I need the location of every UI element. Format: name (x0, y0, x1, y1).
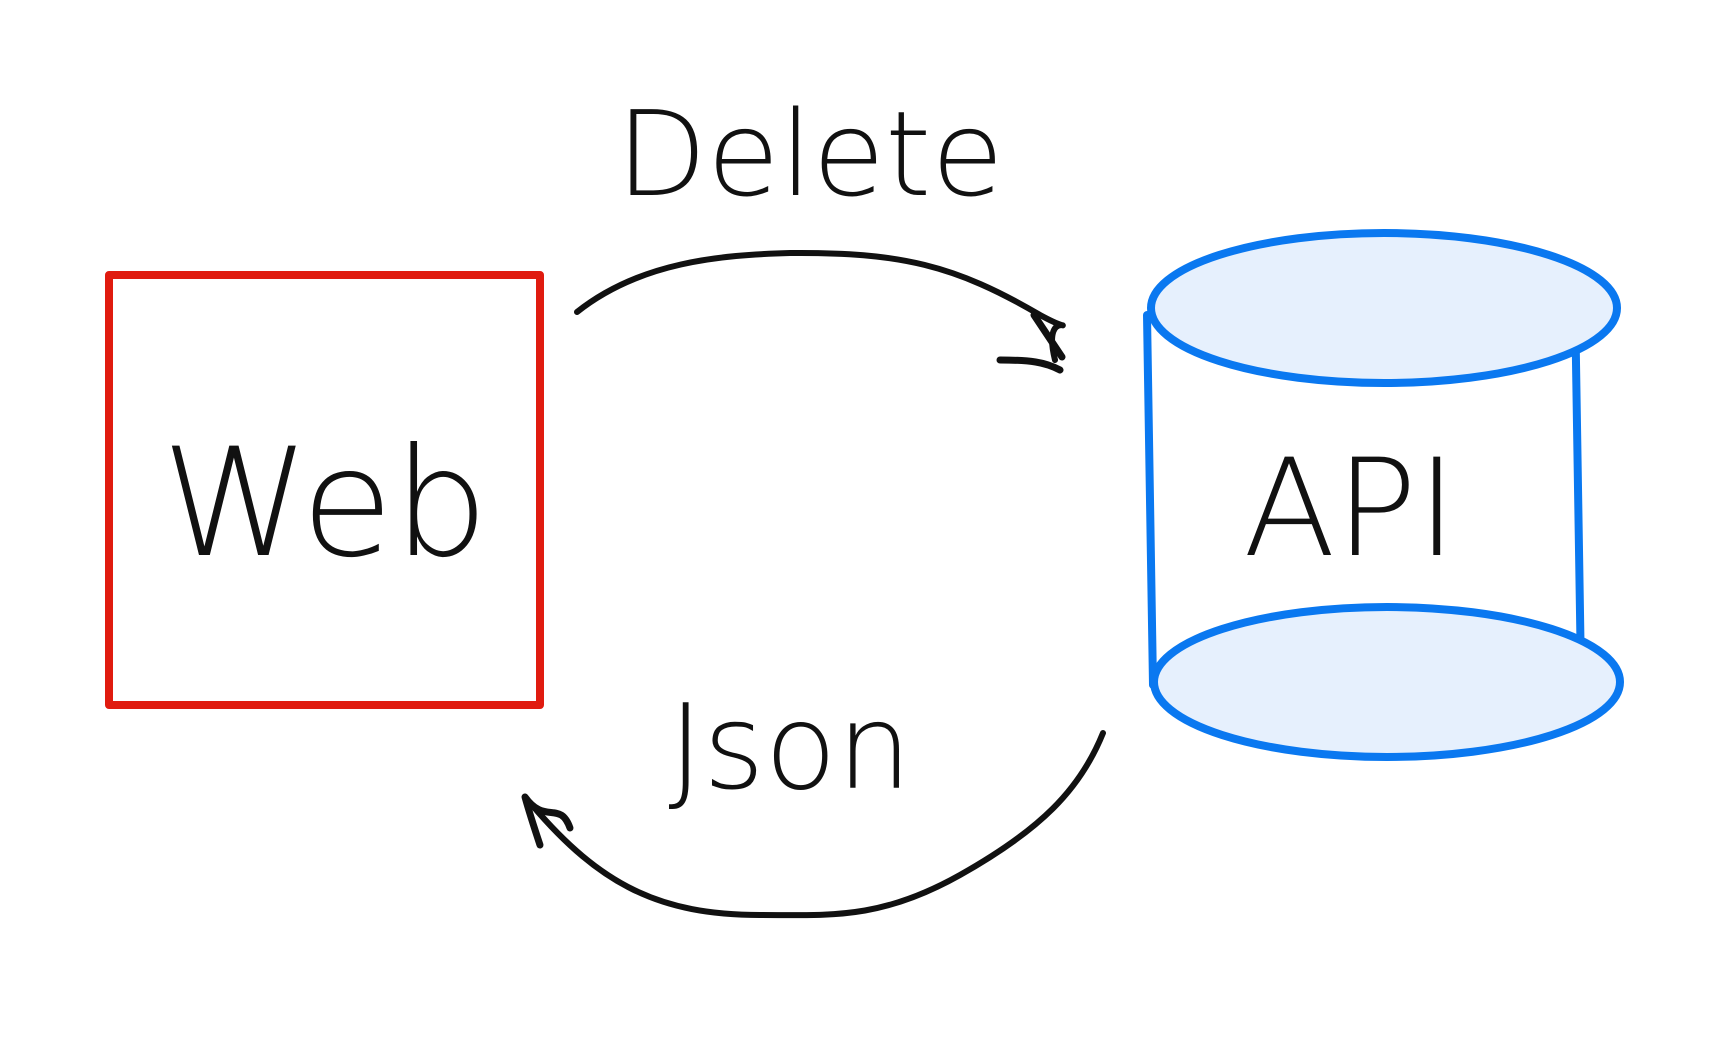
web-label: Web (161, 417, 488, 591)
response-edge[interactable]: Json (521, 678, 1106, 919)
api-cylinder-sides (1143, 296, 1585, 689)
request-arrowhead (996, 311, 1066, 374)
api-cylinder-top (1147, 229, 1621, 387)
request-edge[interactable]: Delete (574, 85, 1066, 374)
web-node[interactable]: Web (105, 271, 544, 709)
api-node[interactable]: API (1143, 229, 1624, 761)
api-label: API (1243, 430, 1457, 587)
api-cylinder-bottom (1150, 603, 1624, 761)
request-arrow-line (574, 249, 1066, 363)
request-label: Delete (616, 85, 1004, 223)
response-label: Json (668, 678, 911, 816)
response-arrow-line (529, 730, 1106, 919)
response-arrowhead (521, 793, 574, 849)
web-box (105, 271, 544, 709)
